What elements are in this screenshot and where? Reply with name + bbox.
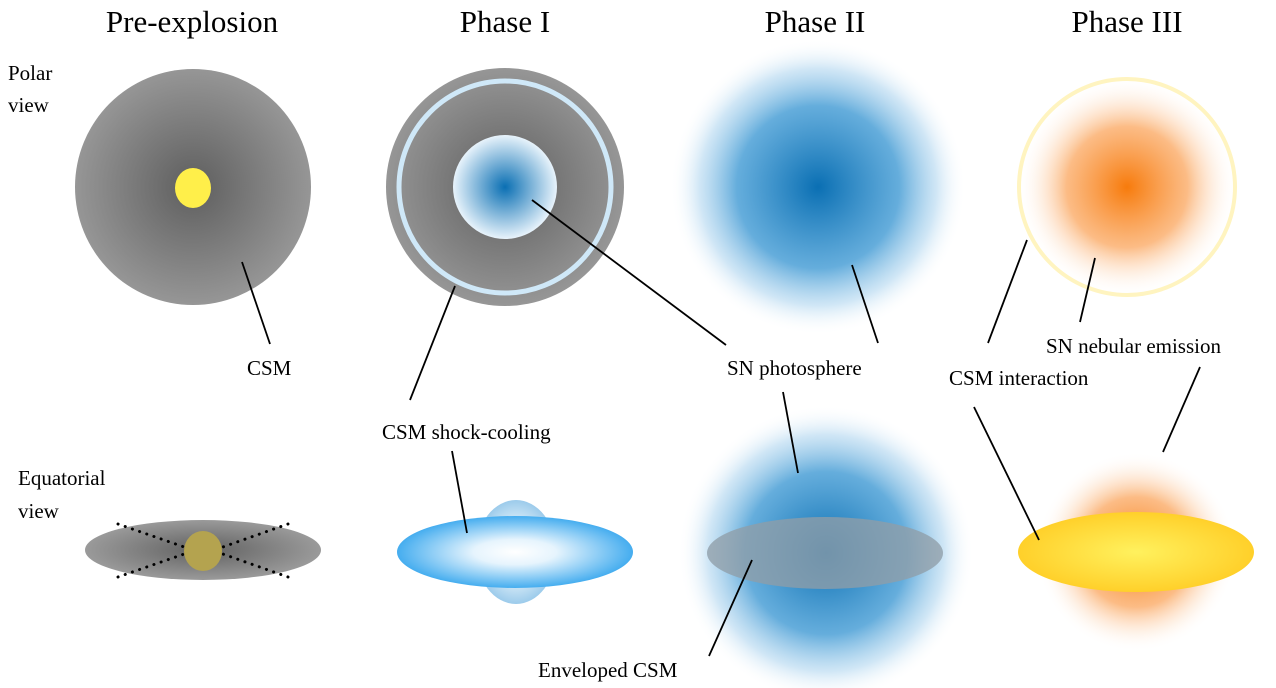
progenitor-star-polar <box>175 168 211 208</box>
sn-photosphere-leader-phase2-polar <box>851 264 879 344</box>
sn-photosphere-leader-phase2-equatorial <box>782 391 799 474</box>
csm-leader-line <box>241 261 271 345</box>
csm-interaction-leader-equatorial <box>973 406 1040 541</box>
column-title-phase-3: Phase III <box>1071 4 1182 39</box>
csm-shock-shell-ring <box>396 78 614 296</box>
label-csm-shock-cooling: CSM shock-cooling <box>382 420 551 444</box>
sn-photosphere-polar <box>453 135 557 239</box>
row-label-equatorial-line1: Equatorial <box>18 466 106 490</box>
label-enveloped-csm: Enveloped CSM <box>538 658 678 682</box>
enveloped-csm-disk <box>707 517 943 589</box>
sn-nebular-emission-leader-equatorial <box>1162 366 1201 453</box>
label-csm: CSM <box>247 356 292 380</box>
label-csm-interaction: CSM interaction <box>949 366 1089 390</box>
sn-photosphere-polar-large <box>670 39 966 335</box>
row-label-polar-line1: Polar <box>8 61 52 85</box>
csm-shock-cooling-leader-equatorial <box>451 450 468 534</box>
column-title-phase-2: Phase II <box>765 4 866 39</box>
outflow-dotted-line <box>218 522 290 550</box>
sn-photosphere-leader-phase1 <box>531 199 727 346</box>
enveloped-csm-leader <box>708 559 753 657</box>
csm-interaction-disk <box>1018 512 1254 592</box>
csm-interaction-ring <box>1017 77 1237 297</box>
csm-shock-cooling-leader-polar <box>409 285 456 401</box>
column-title-pre-explosion: Pre-explosion <box>106 4 279 39</box>
progenitor-star-equatorial <box>184 531 222 571</box>
shock-cooling-disk-equatorial <box>397 516 633 588</box>
label-sn-photosphere: SN photosphere <box>727 356 862 380</box>
outflow-dotted-line <box>116 522 189 550</box>
csm-interaction-leader-polar <box>987 239 1028 344</box>
outflow-dotted-line <box>116 551 189 579</box>
label-sn-nebular-emission: SN nebular emission <box>1046 334 1221 358</box>
row-label-equatorial-line2: view <box>18 499 60 523</box>
row-label-polar-line2: view <box>8 93 50 117</box>
column-title-phase-1: Phase I <box>460 4 550 39</box>
outflow-dotted-line <box>218 551 290 579</box>
sn-nebular-emission-leader-polar <box>1079 257 1096 323</box>
sn-nebular-emission-polar <box>1017 77 1237 297</box>
